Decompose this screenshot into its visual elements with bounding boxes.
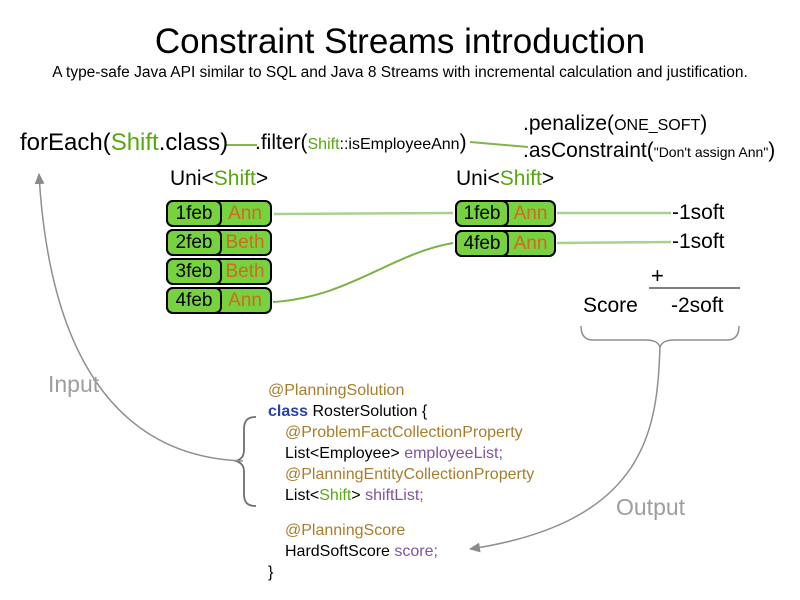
shift-date: 3feb [166, 258, 222, 285]
shift-card: 1feb Ann [166, 200, 272, 227]
score-type: HardSoftScore [285, 543, 395, 560]
asconstraint-close: ) [768, 139, 776, 162]
penalty-value: -1soft [672, 230, 725, 253]
shift-type: Shift [307, 136, 340, 153]
shift-employee: Beth [225, 231, 265, 253]
plus-sign: + [651, 263, 664, 288]
shift-employee: Ann [228, 289, 262, 311]
input-label: Input [48, 371, 100, 397]
shift-type: Shift [110, 129, 159, 156]
class-name: RosterSolution { [308, 403, 428, 420]
penalize-call: .penalize(ONE_SOFT) [523, 112, 707, 136]
shift-employee: Ann [228, 202, 262, 224]
score-brace [580, 325, 740, 350]
output-label: Output [616, 494, 686, 520]
connector-filter-penalize [469, 141, 529, 148]
asconstraint-pre: .asConstraint( [523, 139, 654, 162]
stream-type-right: Uni<Shift> [456, 167, 554, 191]
uni-post: > [541, 167, 555, 190]
score-field: score; [394, 543, 438, 560]
penalize-close: ) [700, 112, 708, 135]
shift-employee: Ann [513, 202, 548, 224]
annotation-planning-entity: @PlanningEntityCollectionProperty [285, 466, 535, 483]
stream-type-left: Uni<Shift> [170, 167, 268, 191]
shift-date: 4feb [455, 230, 509, 257]
shift-type: Shift [499, 167, 542, 190]
score-field-line: HardSoftScore score; [268, 541, 534, 562]
foreach-post: .class) [158, 129, 229, 156]
foreach-pre: forEach( [20, 129, 111, 156]
score-label: Score [583, 294, 638, 317]
annotation-planning-solution: @PlanningSolution [268, 382, 405, 399]
code-brace [233, 416, 257, 507]
annotation-planning-score: @PlanningScore [285, 522, 406, 539]
shift-date: 1feb [455, 200, 509, 227]
shift-date: 2feb [166, 229, 222, 256]
foreach-call: forEach(Shift.class) [20, 129, 228, 157]
filter-method: ::isEmployeeAnn [339, 136, 460, 153]
connector-1feb [273, 211, 454, 216]
shift-date: 4feb [166, 287, 222, 314]
connector-4feb-curve [272, 242, 454, 303]
page-title: Constraint Streams introduction [154, 22, 646, 61]
shift-field: shiftList; [365, 487, 424, 504]
uni-pre: Uni< [456, 167, 500, 190]
annotation-problem-fact: @ProblemFactCollectionProperty [285, 424, 523, 441]
class-declaration: class RosterSolution { [268, 401, 534, 422]
filter-pre: .filter( [255, 131, 308, 154]
filter-close: ) [459, 131, 467, 154]
penalize-arg: ONE_SOFT [614, 117, 701, 134]
class-keyword: class [268, 403, 309, 420]
solution-code-block: @PlanningSolution class RosterSolution {… [268, 380, 534, 583]
shift-type: Shift [319, 487, 352, 504]
shift-type: Shift [213, 167, 256, 190]
score-total: -2soft [671, 294, 724, 317]
uni-pre: Uni< [170, 167, 214, 190]
closing-brace: } [268, 564, 274, 581]
shift-list-field: List<Shift> shiftList; [268, 485, 534, 506]
shift-employee: Ann [513, 232, 548, 254]
uni-post: > [255, 167, 269, 190]
shift-pre: List< [285, 487, 320, 504]
shift-employee: Beth [225, 260, 265, 282]
shift-card: 4feb Ann [166, 287, 272, 314]
penalize-pre: .penalize( [523, 112, 615, 135]
shift-date: 1feb [166, 200, 222, 227]
connector-penalty-2 [556, 240, 672, 245]
employee-list-field: List<Employee> employeeList; [268, 443, 534, 464]
filter-call: .filter(Shift::isEmployeeAnn) [255, 131, 467, 155]
shift-post: > [351, 487, 366, 504]
penalty-value: -1soft [672, 201, 725, 224]
employee-type: List<Employee> [285, 445, 405, 462]
asconstraint-call: .asConstraint("Don't assign Ann") [523, 139, 775, 163]
subtitle: A type-safe Java API similar to SQL and … [52, 64, 748, 81]
asconstraint-arg: "Don't assign Ann" [653, 144, 769, 160]
employee-field: employeeList; [404, 445, 503, 462]
